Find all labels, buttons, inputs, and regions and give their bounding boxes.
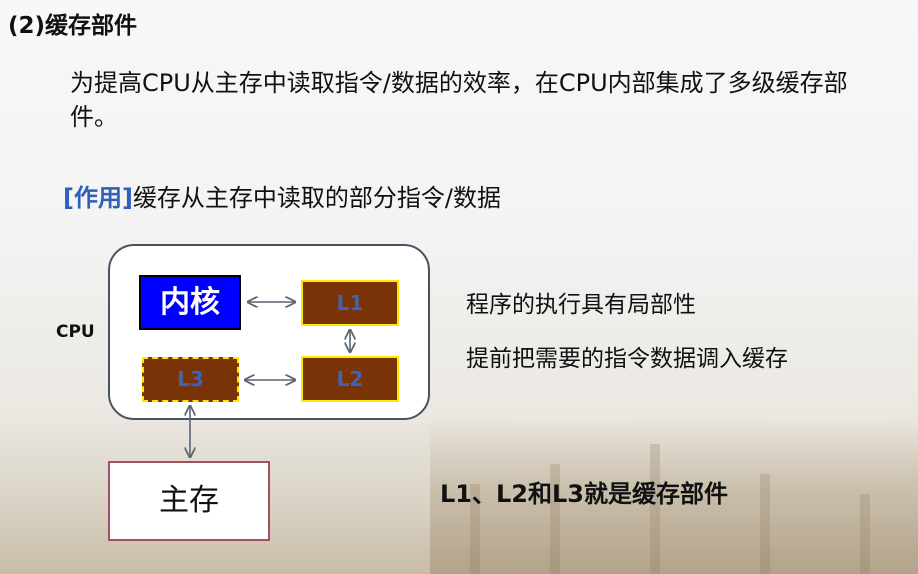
background-column (760, 474, 770, 574)
l2-cache-box: L2 (301, 356, 399, 402)
locality-note: 程序的执行具有局部性 (466, 292, 696, 318)
background-column (650, 444, 660, 574)
core-box: 内核 (139, 275, 241, 330)
intro-paragraph: 为提高CPU从主存中读取指令/数据的效率，在CPU内部集成了多级缓存部件。 (70, 69, 848, 131)
conclusion-note: L1、L2和L3就是缓存部件 (440, 480, 728, 508)
role-text: 缓存从主存中读取的部分指令/数据 (132, 184, 502, 212)
background-building (430, 420, 918, 574)
l3-cache-box: L3 (142, 357, 239, 402)
main-memory-box: 主存 (108, 461, 270, 541)
l1-cache-box: L1 (301, 280, 399, 326)
cpu-label: CPU (56, 322, 95, 342)
prefetch-note: 提前把需要的指令数据调入缓存 (466, 346, 788, 372)
background-column (860, 494, 870, 574)
role-line: [作用]缓存从主存中读取的部分指令/数据 (63, 178, 501, 213)
slide-title: (2)缓存部件 (8, 13, 138, 39)
role-tag: [作用] (63, 184, 133, 212)
background-column (550, 464, 560, 574)
background-column (470, 484, 480, 574)
